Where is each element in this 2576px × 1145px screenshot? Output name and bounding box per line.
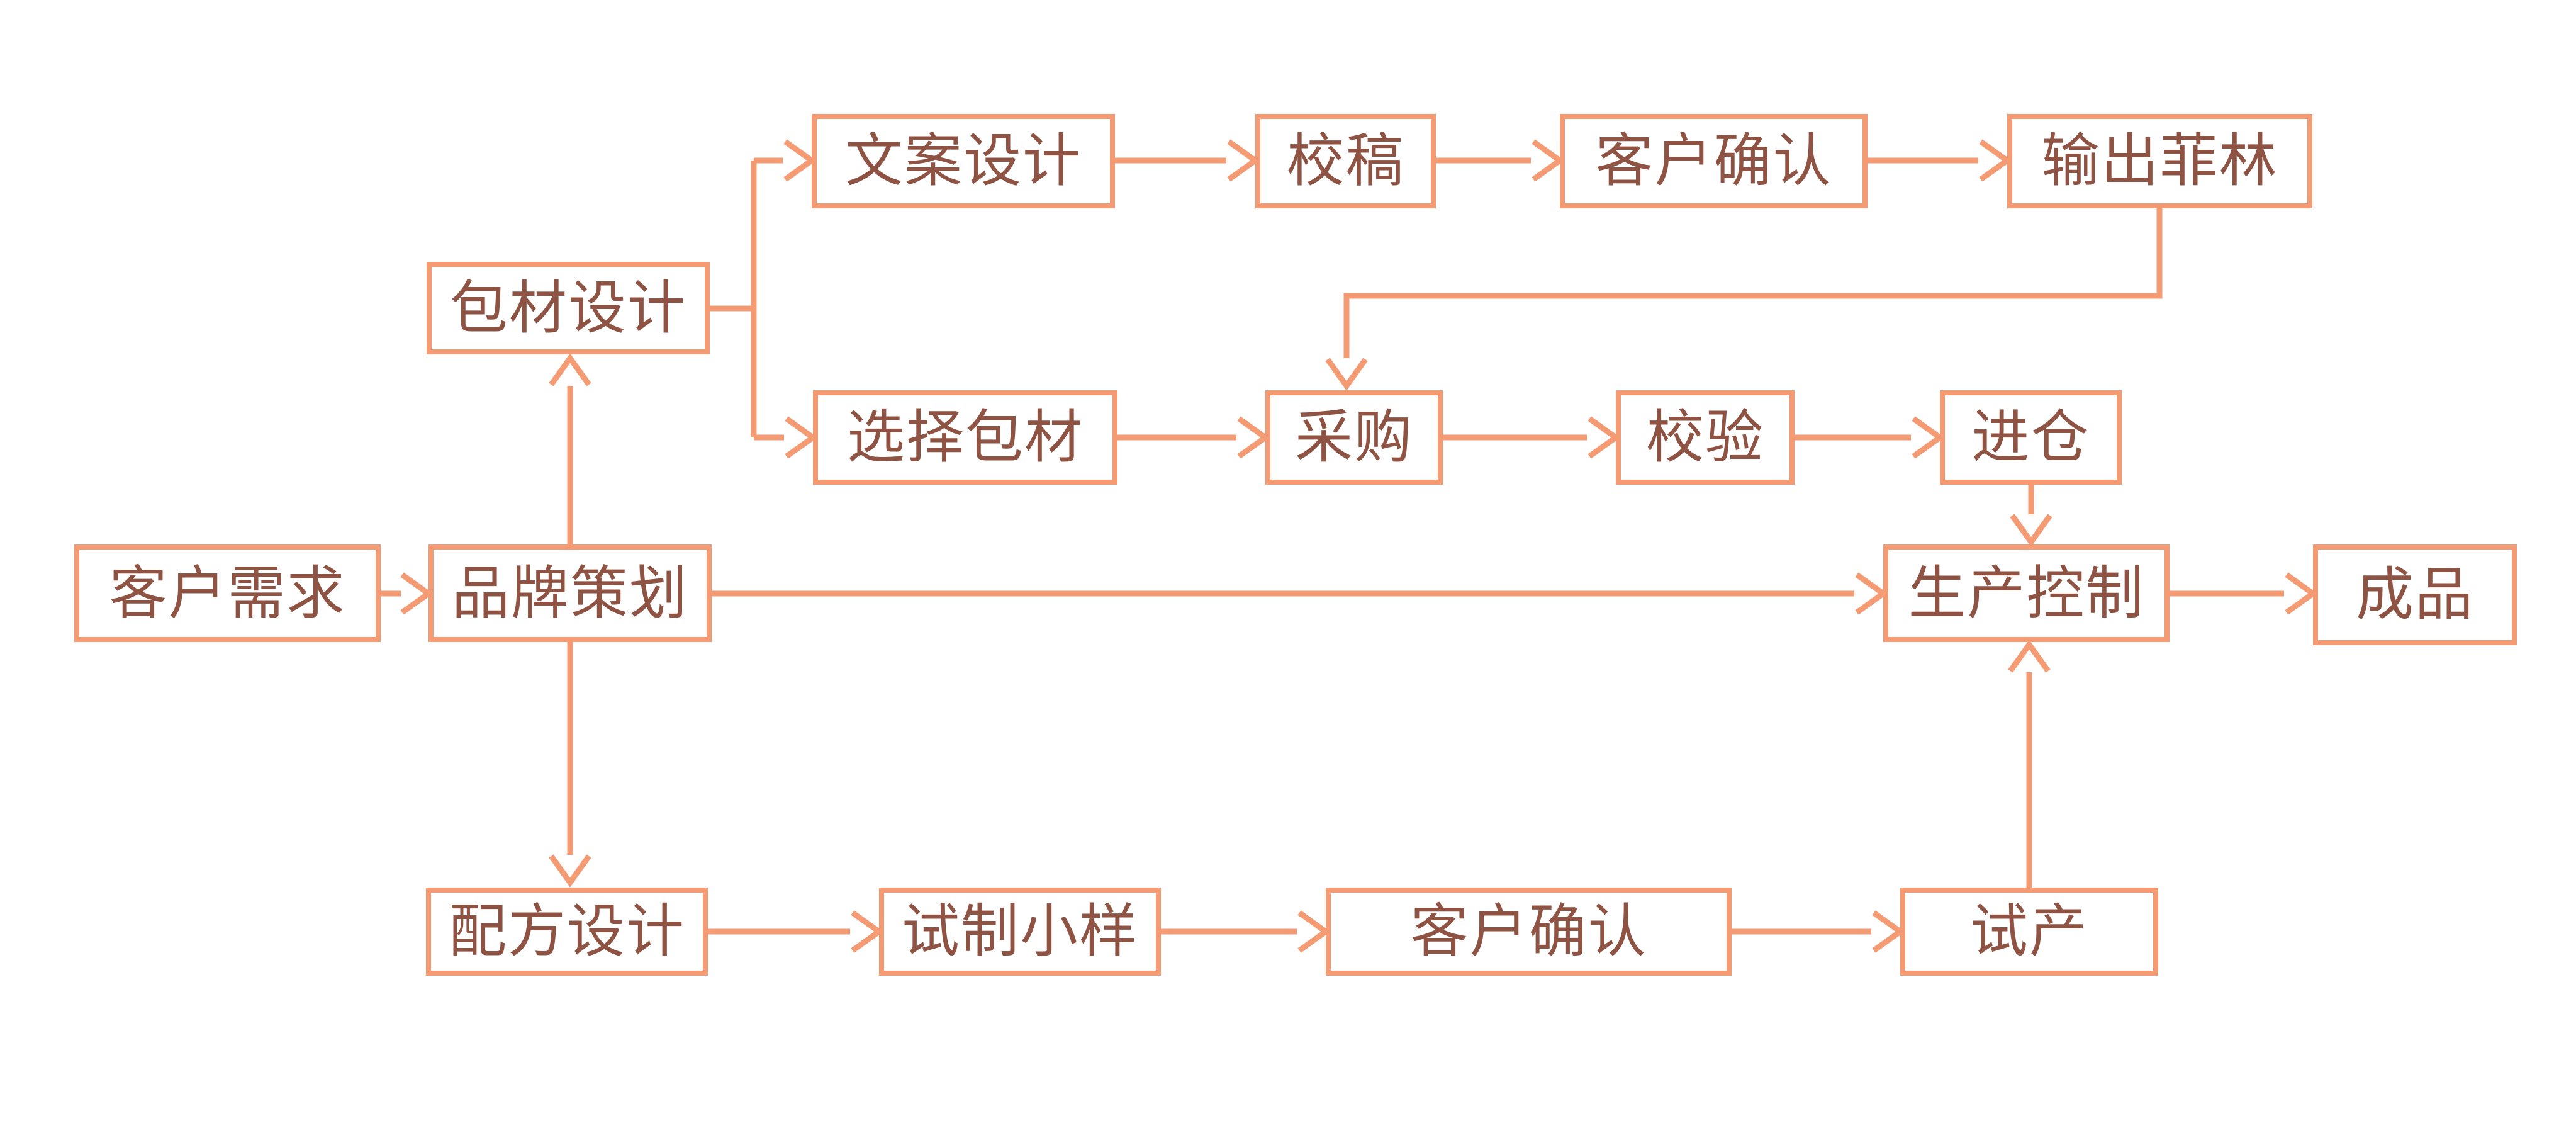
node-label: 生产控制: [1908, 561, 2145, 626]
node-label: 试产: [1969, 900, 2088, 964]
node-trial-production: 试产: [1900, 888, 2158, 976]
node-label: 试制小样: [901, 900, 1138, 964]
edge-trial-sample-client-confirm-sample: [1161, 910, 1331, 953]
node-purchasing: 采购: [1265, 390, 1443, 485]
edge-inspection-warehousing: [1795, 416, 1945, 459]
node-inspection: 校验: [1616, 390, 1795, 485]
node-proofreading: 校稿: [1255, 114, 1436, 208]
edge-client-confirm-artwork-output-film: [1868, 139, 2012, 182]
node-label: 品牌策划: [451, 561, 688, 626]
node-label: 输出菲林: [2041, 129, 2278, 193]
node-label: 成品: [2355, 563, 2474, 627]
node-label: 文案设计: [844, 129, 1082, 193]
node-label: 配方设计: [448, 900, 685, 964]
node-select-packaging: 选择包材: [813, 390, 1117, 485]
node-label: 采购: [1294, 405, 1413, 470]
edge-warehousing-production-control: [2010, 485, 2052, 547]
node-warehousing: 进仓: [1940, 390, 2122, 485]
edge-production-control-finished-product: [2170, 572, 2318, 615]
edge-trial-production-production-control: [2008, 640, 2051, 888]
edge-customer-needs-brand-planning: [381, 572, 434, 615]
node-label: 包材设计: [449, 276, 686, 341]
edge-output-film-purchasing: [1325, 208, 2163, 391]
edge-packaging-design-select-packaging: [754, 416, 818, 459]
node-label: 客户需求: [109, 561, 346, 626]
edge-brand-planning-production-control: [712, 572, 1888, 615]
node-production-control: 生产控制: [1883, 544, 2170, 642]
edge-brand-planning-formula-design: [549, 642, 591, 888]
node-customer-needs: 客户需求: [74, 544, 381, 642]
node-label: 校稿: [1286, 129, 1405, 193]
node-brand-planning: 品牌策划: [428, 544, 712, 642]
edge-proofreading-client-confirm-artwork: [1436, 139, 1565, 182]
node-trial-sample: 试制小样: [879, 888, 1161, 976]
node-packaging-design: 包材设计: [427, 262, 710, 354]
node-formula-design: 配方设计: [426, 888, 708, 976]
node-label: 校验: [1645, 405, 1764, 470]
edge-client-confirm-sample-trial-production: [1732, 910, 1905, 953]
node-client-confirm-artwork: 客户确认: [1560, 114, 1868, 208]
node-label: 进仓: [1971, 405, 2090, 470]
edge-copy-design-proofreading: [1115, 139, 1260, 182]
node-finished-product: 成品: [2313, 544, 2517, 645]
edge-purchasing-inspection: [1443, 416, 1621, 459]
node-client-confirm-sample: 客户确认: [1326, 888, 1732, 976]
node-copy-design: 文案设计: [812, 114, 1115, 208]
edge-packaging-design-branch-trunk: [710, 161, 757, 437]
node-label: 客户确认: [1410, 900, 1647, 964]
edge-packaging-design-copy-design: [754, 139, 817, 182]
node-label: 选择包材: [846, 405, 1084, 470]
edge-brand-planning-packaging-design: [549, 353, 591, 544]
node-label: 客户确认: [1595, 129, 1832, 193]
node-output-film: 输出菲林: [2007, 114, 2312, 208]
edge-select-packaging-purchasing: [1117, 416, 1270, 459]
edge-formula-design-trial-sample: [708, 910, 884, 953]
